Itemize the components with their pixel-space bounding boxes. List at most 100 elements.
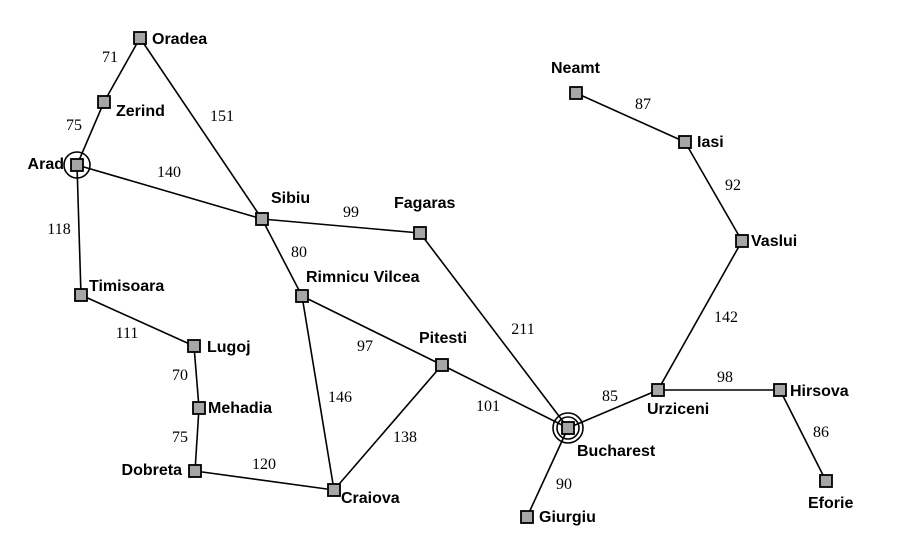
road-lugoj-mehadia [193, 345, 200, 409]
road-vaslui-iasi [684, 141, 743, 242]
city-label-eforie: Eforie [808, 495, 853, 512]
road-timisoara-lugoj [80, 294, 195, 347]
city-node-square[interactable] [819, 474, 833, 488]
city-label-urziceni: Urziceni [647, 401, 709, 418]
city-node-square[interactable] [327, 483, 341, 497]
city-label-dobreta: Dobreta [122, 462, 183, 479]
distance-label-vaslui-iasi: 92 [725, 177, 741, 194]
city-dobreta[interactable]: Dobreta [122, 462, 202, 479]
city-node-square[interactable] [97, 95, 111, 109]
city-node-square[interactable] [561, 421, 575, 435]
goal-marker-outer-ring [552, 412, 584, 444]
city-hirsova[interactable]: Hirsova [773, 383, 849, 400]
roads-layer [76, 37, 827, 518]
distance-label-bucharest-urziceni: 85 [602, 388, 618, 405]
road-rimnicu-pitesti [301, 295, 443, 366]
distance-label-urziceni-hirsova: 98 [717, 369, 733, 386]
city-mehadia[interactable]: Mehadia [192, 400, 272, 417]
city-node-square[interactable] [678, 135, 692, 149]
distance-label-hirsova-eforie: 86 [813, 424, 829, 441]
city-fagaras[interactable]: Fagaras [394, 195, 455, 240]
city-timisoara[interactable]: Timisoara [74, 278, 164, 302]
road-bucharest-urziceni [567, 389, 659, 429]
start-marker-ring [63, 151, 91, 179]
city-eforie[interactable]: Eforie [808, 474, 853, 512]
distance-label-iasi-neamt: 87 [635, 96, 651, 113]
city-oradea[interactable]: Oradea [133, 31, 207, 48]
distance-label-mehadia-dobreta: 75 [172, 429, 188, 446]
city-zerind[interactable]: Zerind [97, 95, 165, 120]
city-giurgiu[interactable]: Giurgiu [520, 509, 596, 526]
distance-label-arad-sibiu: 140 [157, 164, 181, 181]
distance-label-fagaras-bucharest: 211 [511, 321, 534, 338]
city-node-square[interactable] [192, 401, 206, 415]
goal-marker-inner-ring [556, 416, 580, 440]
road-arad-sibiu [76, 164, 263, 220]
city-neamt[interactable]: Neamt [551, 60, 601, 100]
city-label-neamt: Neamt [551, 60, 601, 77]
city-pitesti[interactable]: Pitesti [419, 330, 467, 372]
distance-label-timisoara-lugoj: 111 [116, 325, 139, 342]
city-label-giurgiu: Giurgiu [539, 509, 596, 526]
distance-label-urziceni-vaslui: 142 [714, 309, 738, 326]
road-sibiu-rimnicu [261, 218, 303, 297]
city-label-lugoj: Lugoj [207, 339, 251, 356]
city-rimnicu[interactable]: Rimnicu Vilcea [295, 269, 420, 303]
city-label-craiova: Craiova [341, 490, 400, 507]
distance-label-pitesti-bucharest: 101 [476, 398, 500, 415]
city-node-square[interactable] [435, 358, 449, 372]
road-iasi-neamt [575, 92, 686, 143]
city-label-timisoara: Timisoara [89, 278, 164, 295]
city-craiova[interactable]: Craiova [327, 483, 400, 507]
distance-label-dobreta-craiova: 120 [252, 456, 276, 473]
city-iasi[interactable]: Iasi [678, 134, 724, 151]
city-bucharest[interactable]: Bucharest [552, 412, 656, 460]
road-urziceni-vaslui [657, 240, 743, 391]
city-label-arad: Arad [28, 156, 64, 173]
city-node-square[interactable] [735, 234, 749, 248]
road-mehadia-dobreta [194, 407, 200, 472]
road-craiova-pitesti [333, 364, 443, 491]
city-node-square[interactable] [295, 289, 309, 303]
road-hirsova-eforie [779, 389, 827, 482]
road-pitesti-bucharest [441, 364, 569, 429]
road-dobreta-craiova [194, 470, 335, 491]
city-node-square[interactable] [520, 510, 534, 524]
city-sibiu[interactable]: Sibiu [255, 190, 310, 226]
city-lugoj[interactable]: Lugoj [187, 339, 251, 356]
city-label-bucharest: Bucharest [577, 443, 656, 460]
city-urziceni[interactable]: Urziceni [647, 383, 709, 418]
distance-label-rimnicu-craiova: 146 [328, 389, 352, 406]
city-node-square[interactable] [70, 158, 84, 172]
city-node-square[interactable] [569, 86, 583, 100]
city-label-zerind: Zerind [116, 103, 165, 120]
distance-label-zerind-arad: 75 [66, 117, 82, 134]
road-arad-timisoara [76, 164, 82, 296]
city-node-square[interactable] [133, 31, 147, 45]
city-label-sibiu: Sibiu [271, 190, 310, 207]
city-node-square[interactable] [187, 339, 201, 353]
city-label-vaslui: Vaslui [751, 233, 797, 250]
city-node-square[interactable] [773, 383, 787, 397]
road-sibiu-fagaras [261, 218, 421, 234]
distance-label-oradea-zerind: 71 [102, 49, 118, 66]
city-node-square[interactable] [188, 464, 202, 478]
city-label-rimnicu: Rimnicu Vilcea [306, 269, 420, 286]
distance-label-sibiu-rimnicu: 80 [291, 244, 307, 261]
distance-labels-layer: 7115175140118998011170751209714613810121… [47, 49, 829, 493]
city-arad[interactable]: Arad [28, 151, 91, 179]
road-zerind-arad [76, 101, 105, 166]
road-oradea-sibiu [139, 37, 263, 220]
city-node-square[interactable] [651, 383, 665, 397]
city-vaslui[interactable]: Vaslui [735, 233, 797, 250]
distance-label-arad-timisoara: 118 [47, 221, 70, 238]
city-node-square[interactable] [74, 288, 88, 302]
city-node-square[interactable] [255, 212, 269, 226]
city-label-fagaras: Fagaras [394, 195, 455, 212]
road-bucharest-giurgiu [526, 427, 569, 518]
city-node-square[interactable] [413, 226, 427, 240]
city-label-iasi: Iasi [697, 134, 724, 151]
